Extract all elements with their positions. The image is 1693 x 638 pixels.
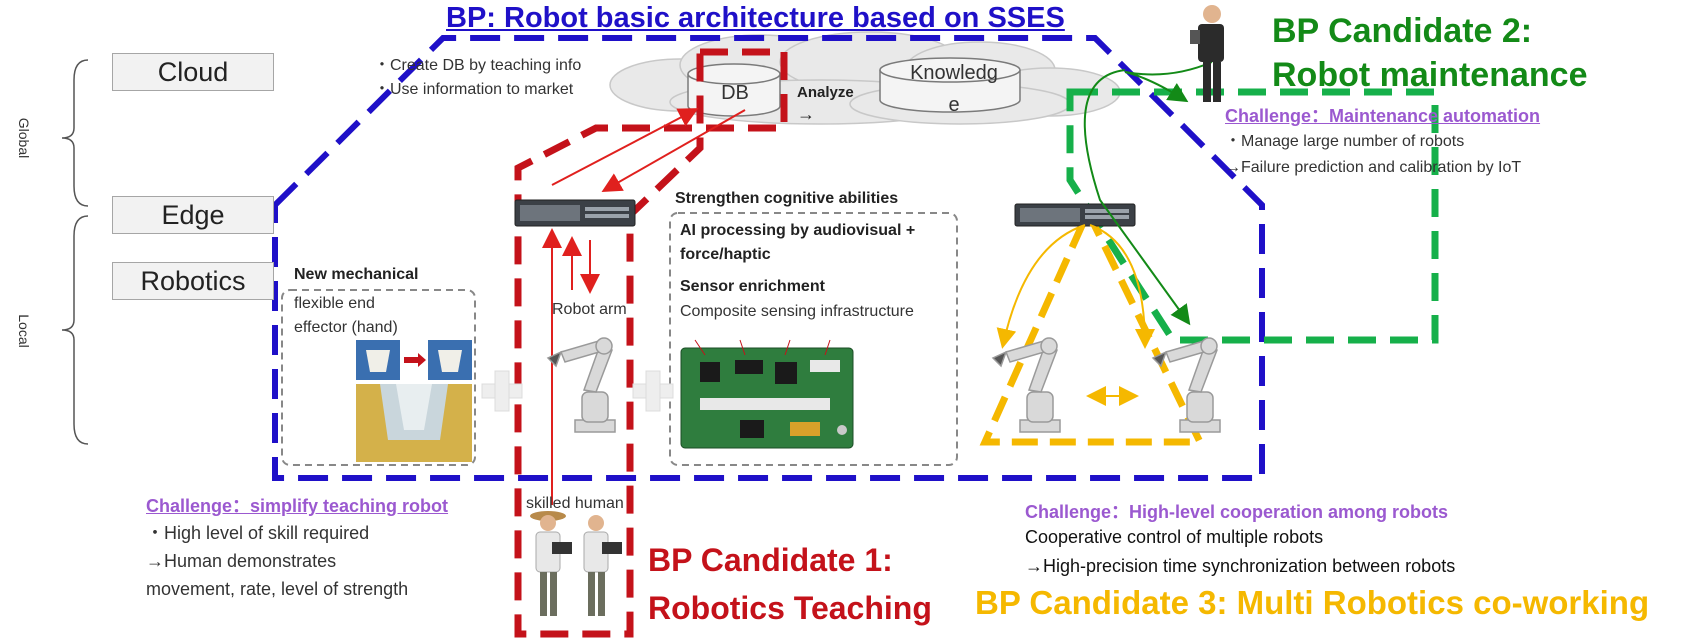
global-brace	[61, 59, 89, 207]
knowledge-database-icon	[879, 57, 1021, 113]
robot-arm-icon-left	[991, 337, 1061, 433]
bp3-title: BP Candidate 3: Multi Robotics co-workin…	[975, 584, 1650, 621]
mech-line2: effector (hand)	[294, 319, 398, 336]
cloud-icon	[609, 31, 1121, 125]
cloud-note-1: ・Create DB by teaching info	[374, 57, 582, 74]
bp2-title-line1: BP Candidate 2:	[1272, 12, 1533, 50]
bp3-line2: →High-precision time synchronization bet…	[1025, 556, 1456, 576]
bp2-challenge: Challenge：Maintenance automation	[1225, 106, 1541, 126]
scope-local: Local	[16, 314, 32, 348]
bp1-title-line2: Robotics Teaching	[648, 590, 932, 626]
main-title: BP: Robot basic architecture based on SS…	[446, 2, 1065, 34]
mech-title: New mechanical	[294, 266, 419, 283]
plus-icon-2	[632, 370, 674, 412]
sensor-text: Composite sensing infrastructure	[680, 303, 914, 320]
bp2-line2: →Failure prediction and calibration by I…	[1225, 159, 1522, 176]
bp3-arrow-left	[996, 224, 1086, 349]
tier-robotics: Robotics	[112, 262, 274, 300]
ai-panel-outline	[669, 212, 958, 466]
robot-arm-icon-center	[546, 337, 616, 433]
bp1-line1: ・High level of skill required	[146, 523, 370, 543]
plus-icon-1	[481, 370, 523, 412]
local-brace	[61, 215, 89, 445]
db-label: DB	[721, 82, 749, 104]
analyze-label: Analyze	[797, 84, 854, 101]
circuit-board-icon	[680, 339, 854, 449]
ai-line2: force/haptic	[680, 246, 771, 263]
businessman-icon	[1190, 5, 1224, 102]
server-icon-right	[1014, 203, 1136, 227]
bp1-arrow-up-db	[551, 108, 699, 186]
tier-edge: Edge	[112, 196, 274, 234]
server-icon-left	[514, 199, 636, 227]
mechanical-panel-outline	[281, 289, 476, 466]
strengthen-label: Strengthen cognitive abilities	[675, 190, 899, 207]
bp1-line2: →Human demonstrates	[146, 551, 337, 571]
bp1-region-outline	[514, 48, 788, 638]
skilled-human-label: skilled human	[526, 495, 624, 512]
bp2-region-outline	[1066, 88, 1439, 344]
robot-arm-label: Robot arm	[552, 301, 627, 318]
bp2-arrow-out	[1124, 61, 1213, 103]
bp1-line3: movement, rate, level of strength	[146, 579, 409, 599]
bp1-title-line1: BP Candidate 1:	[648, 542, 893, 578]
tier-cloud: Cloud	[112, 53, 274, 91]
mech-line1: flexible end	[294, 295, 375, 312]
knowledge-label-2: e	[948, 94, 960, 116]
gripper-photo	[356, 340, 472, 462]
bp2-title-line2: Robot maintenance	[1272, 56, 1588, 94]
bp2-line1: ・Manage large number of robots	[1225, 133, 1465, 150]
scope-global: Global	[16, 117, 32, 159]
bp1-challenge: Challenge：simplify teaching robot	[146, 496, 449, 516]
ai-line1: AI processing by audiovisual +	[680, 222, 916, 239]
architecture-region-outline	[272, 35, 1265, 481]
bp3-arrow-right	[1089, 224, 1155, 349]
sensor-title: Sensor enrichment	[680, 278, 825, 295]
bp3-line1: Cooperative control of multiple robots	[1025, 527, 1324, 547]
cloud-note-2: ・Use information to market	[374, 81, 574, 98]
analyze-arrow: →	[797, 104, 815, 124]
worker-icon-1	[530, 511, 572, 616]
bp3-challenge: Challenge：High-level cooperation among r…	[1025, 502, 1449, 522]
worker-icon-2	[583, 515, 622, 616]
bp1-arrow-down-db	[601, 109, 746, 192]
bp2-arrow-down	[1083, 69, 1191, 326]
database-icon	[687, 63, 781, 117]
knowledge-label-1: Knowledg	[910, 62, 998, 84]
robot-arm-icon-right	[1151, 337, 1221, 433]
